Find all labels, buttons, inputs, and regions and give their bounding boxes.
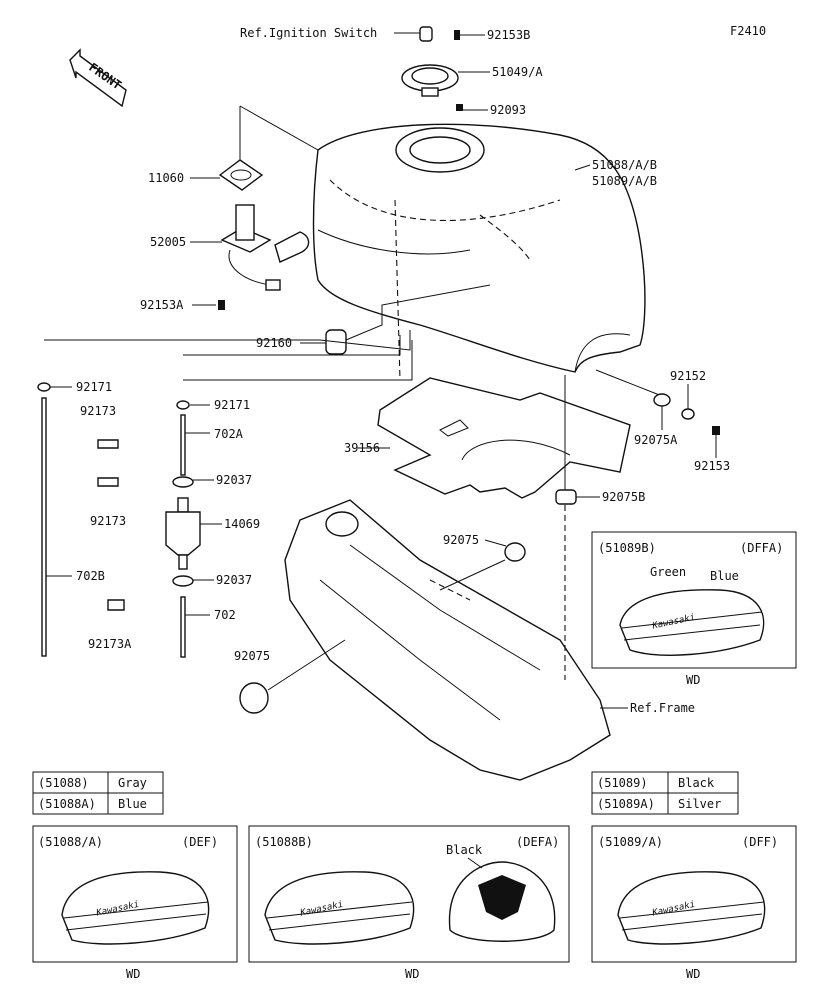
hose-702 [180, 596, 186, 658]
clamp-92037-bot [172, 575, 194, 587]
callout-92075B: 92075B [602, 490, 645, 504]
callout-11060: 11060 [148, 171, 184, 185]
callout-92153A: 92153A [140, 298, 184, 312]
callout-702A: 702A [214, 427, 244, 441]
callout-52005: 52005 [150, 235, 186, 249]
clamp-92037-top [172, 476, 194, 488]
variant-51088B-code: (51088B) [255, 835, 313, 849]
variant-box-51089A: (51089/A) (DFF) Kawasaki [591, 825, 797, 963]
color-table-51089-code-1: (51089A) [597, 797, 655, 811]
color-table-51089-color-0: Black [678, 776, 715, 790]
fuel-pump-52005 [220, 204, 310, 291]
variant-51089B-footer: WD [686, 673, 700, 687]
callout-92075-left: 92075 [234, 649, 270, 663]
callout-92037-top: 92037 [216, 473, 252, 487]
color-table-51088: (51088) Gray (51088A) Blue [32, 771, 164, 815]
bolt-92153B [454, 30, 460, 40]
variant-51089B-blue: Blue [710, 569, 739, 583]
variant-51088A-footer: WD [126, 967, 140, 981]
callout-14069: 14069 [224, 517, 260, 531]
callout-51089: 51089/A/B [592, 174, 657, 188]
callout-ignition-switch: Ref.Ignition Switch [240, 26, 377, 40]
callout-51049: 51049/A [492, 65, 543, 79]
callout-702: 702 [214, 608, 236, 622]
callout-92153B: 92153B [487, 28, 530, 42]
variant-box-51088B: (51088B) (DEFA) Black Kawasaki [248, 825, 570, 963]
filter-14069 [165, 497, 201, 570]
hose-702B [37, 382, 51, 657]
bolt-92153 [712, 426, 720, 435]
hose-702A [180, 414, 186, 476]
callout-51088: 51088/A/B [592, 158, 657, 172]
variant-51088B-black: Black [446, 843, 483, 857]
callout-92153: 92153 [694, 459, 730, 473]
variant-51089A-code: (51089/A) [598, 835, 663, 849]
damper-92075-left [239, 682, 269, 714]
variant-51089A-footer: WD [686, 967, 700, 981]
fuel-cap-51049 [401, 64, 459, 97]
callout-92173A: 92173A [88, 637, 132, 651]
variant-51088A-suffix: (DEF) [182, 835, 218, 849]
callout-92171-mid: 92171 [214, 398, 250, 412]
front-arrow-icon: FRONT [69, 48, 127, 108]
callout-92171-left: 92171 [76, 380, 112, 394]
figure-id: F2410 [730, 24, 766, 38]
screw-92093 [456, 104, 463, 111]
damper-92075B [555, 489, 577, 505]
variant-51089B-suffix: (DFFA) [740, 541, 783, 555]
color-table-51089-color-1: Silver [678, 797, 721, 811]
variant-51088B-suffix: (DEFA) [516, 835, 559, 849]
variant-box-51089B: (51089B) (DFFA) Green Blue Kawasaki [591, 531, 797, 669]
fuel-tank-body [312, 123, 646, 381]
color-table-51088-color-1: Blue [118, 797, 147, 811]
color-table-51088-code-1: (51088A) [38, 797, 96, 811]
variant-51088A-code: (51088/A) [38, 835, 103, 849]
color-table-51089-code-0: (51089) [597, 776, 648, 790]
variant-51088B-footer: WD [405, 967, 419, 981]
callout-92173-top: 92173 [80, 404, 116, 418]
callout-92173-bot: 92173 [90, 514, 126, 528]
callout-92160: 92160 [256, 336, 292, 350]
pad-39156 [377, 377, 631, 499]
variant-51089A-suffix: (DFF) [742, 835, 778, 849]
callout-92075A: 92075A [634, 433, 678, 447]
color-table-51088-color-0: Gray [118, 776, 147, 790]
callout-92093: 92093 [490, 103, 526, 117]
callout-92037-bot: 92037 [216, 573, 252, 587]
damper-92075-mid [504, 542, 526, 562]
callout-92075-mid: 92075 [443, 533, 479, 547]
frame-reference [284, 499, 611, 781]
gasket-11060 [218, 159, 264, 191]
callout-39156: 39156 [344, 441, 380, 455]
callout-92152: 92152 [670, 369, 706, 383]
clip-92173-bot [97, 477, 119, 487]
variant-box-51088A: (51088/A) (DEF) Kawasaki [32, 825, 238, 963]
clamp-92171-mid [176, 400, 190, 410]
callout-702B: 702B [76, 569, 105, 583]
damper-92075A [653, 393, 671, 407]
variant-51089B-green: Green [650, 565, 686, 579]
color-table-51089: (51089) Black (51089A) Silver [591, 771, 739, 815]
variant-51089B-code: (51089B) [598, 541, 656, 555]
ignition-switch-part [419, 26, 433, 42]
clip-92173A [107, 599, 125, 611]
clip-92173-top [97, 439, 119, 449]
callout-ref-frame: Ref.Frame [630, 701, 695, 715]
color-table-51088-code-0: (51088) [38, 776, 89, 790]
collar-92152 [681, 408, 695, 420]
bolt-92153A [218, 300, 225, 310]
